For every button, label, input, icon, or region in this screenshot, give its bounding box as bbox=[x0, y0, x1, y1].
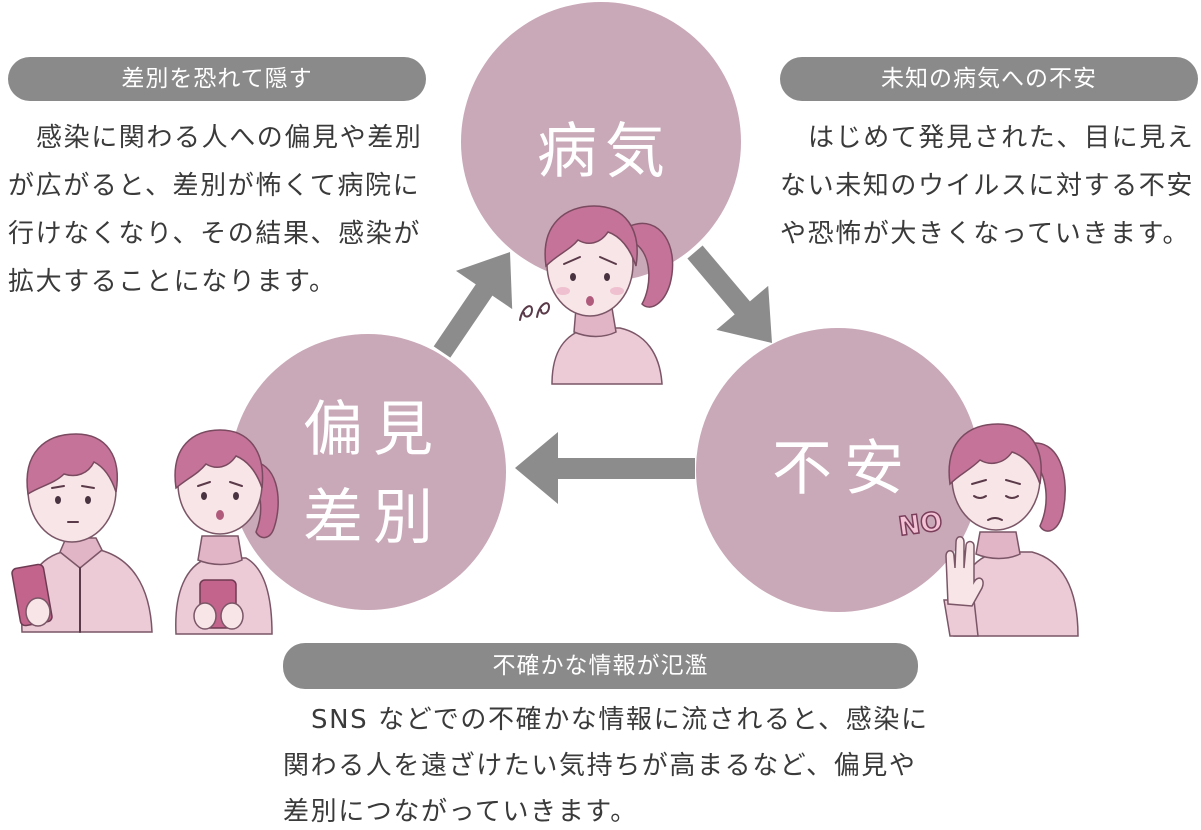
hair bbox=[26, 433, 118, 496]
hand bbox=[25, 597, 51, 627]
left-eyebrow bbox=[971, 479, 987, 485]
unknown-disease-description: はじめて発見された、目に見え ない未知のウイルスに対する不安 や恐怖が大きくなっ… bbox=[780, 123, 1198, 249]
right-eye bbox=[85, 496, 91, 504]
left-eye bbox=[570, 273, 576, 281]
disease-label: 病気 bbox=[458, 118, 744, 186]
disease-label-text: 病気 bbox=[537, 117, 673, 187]
right-eyebrow bbox=[599, 256, 617, 265]
left-eyebrow bbox=[197, 481, 211, 487]
cycle-arrows bbox=[433, 245, 772, 504]
arrow-disease-to-anxiety bbox=[687, 245, 772, 343]
arrow-anxiety-to-prejudice bbox=[515, 432, 695, 504]
left-cheek bbox=[556, 287, 570, 295]
right-cheek bbox=[610, 287, 624, 295]
text-line: SNS などでの不確かな情報に流されると、感染に bbox=[311, 705, 929, 735]
no-sign-text: NO bbox=[897, 507, 945, 543]
left-eye bbox=[973, 495, 987, 499]
text-line: 差別につながっていきます。 bbox=[283, 797, 638, 827]
right-eyebrow bbox=[229, 481, 243, 487]
text-line: ない未知のウイルスに対する不安 bbox=[780, 171, 1195, 201]
turtleneck-collar bbox=[197, 535, 243, 566]
open-mouth bbox=[586, 296, 594, 306]
text-line: が広がると、差別が怖くて病院に bbox=[8, 171, 421, 201]
cycle-circles bbox=[230, 2, 980, 612]
prejudice-label-line: 偏見 bbox=[303, 395, 443, 465]
boy-with-phone-illustration bbox=[11, 433, 153, 633]
text-line: 関わる人を遠ざけたい気持ちが高まるなど、偏見や bbox=[283, 751, 917, 781]
ponytail bbox=[629, 222, 674, 308]
raised-hand bbox=[945, 536, 984, 607]
text-line: や恐怖が大きくなっていきます。 bbox=[780, 219, 1191, 249]
left-hand bbox=[193, 602, 217, 630]
turtleneck-collar bbox=[975, 531, 1021, 560]
anxiety-circle bbox=[696, 328, 980, 612]
anxiety-mark bbox=[536, 302, 551, 318]
hair bbox=[174, 429, 264, 490]
arrow-prejudice-to-disease bbox=[433, 252, 513, 358]
refusing-girl-illustration: NO bbox=[896, 423, 1079, 637]
text-line: はじめて発見された、目に見え bbox=[808, 123, 1195, 153]
left-eyebrow bbox=[563, 256, 581, 265]
anxiety-label: 不安 bbox=[696, 435, 980, 503]
left-eye bbox=[55, 496, 61, 504]
prejudice-circle bbox=[230, 334, 506, 610]
anxiety-label-text: 不安 bbox=[772, 434, 916, 504]
worried-girl-illustration bbox=[519, 205, 674, 385]
disease-circle bbox=[461, 2, 741, 282]
left-eyebrow bbox=[51, 485, 65, 489]
right-eyebrow bbox=[1005, 479, 1021, 485]
right-eye bbox=[1005, 495, 1019, 499]
text-line: 行けなくなり、その結果、感染が bbox=[8, 219, 421, 249]
hide-heading-pill: 差別を恐れて隠す bbox=[8, 57, 426, 101]
misinformation-heading-pill: 不確かな情報が氾濫 bbox=[283, 643, 918, 689]
right-eyebrow bbox=[81, 485, 95, 489]
left-eye bbox=[201, 492, 207, 500]
hair bbox=[948, 423, 1042, 486]
prejudice-label: 偏見 差別 bbox=[230, 396, 506, 552]
hide-description: 感染に関わる人への偏見や差別 が広がると、差別が怖くて病院に 行けなくなり、その… bbox=[8, 123, 426, 297]
anxiety-mark bbox=[519, 305, 534, 321]
right-eye bbox=[604, 273, 610, 281]
sweater bbox=[551, 327, 663, 385]
text-line: 拡大することになります。 bbox=[8, 267, 337, 297]
girl-with-phone-illustration bbox=[174, 429, 279, 635]
open-mouth bbox=[216, 510, 224, 520]
text-line: 感染に関わる人への偏見や差別 bbox=[36, 123, 423, 153]
unknown-disease-heading-pill: 未知の病気への不安 bbox=[780, 57, 1198, 101]
right-eye bbox=[233, 492, 239, 500]
right-hand bbox=[220, 602, 244, 630]
prejudice-label-line: 差別 bbox=[303, 483, 443, 553]
frowning-mouth bbox=[987, 517, 1003, 521]
hair bbox=[544, 205, 638, 268]
misinformation-description: SNS などでの不確かな情報に流されると、感染に 関わる人を遠ざけたい気持ちが高… bbox=[283, 705, 929, 827]
